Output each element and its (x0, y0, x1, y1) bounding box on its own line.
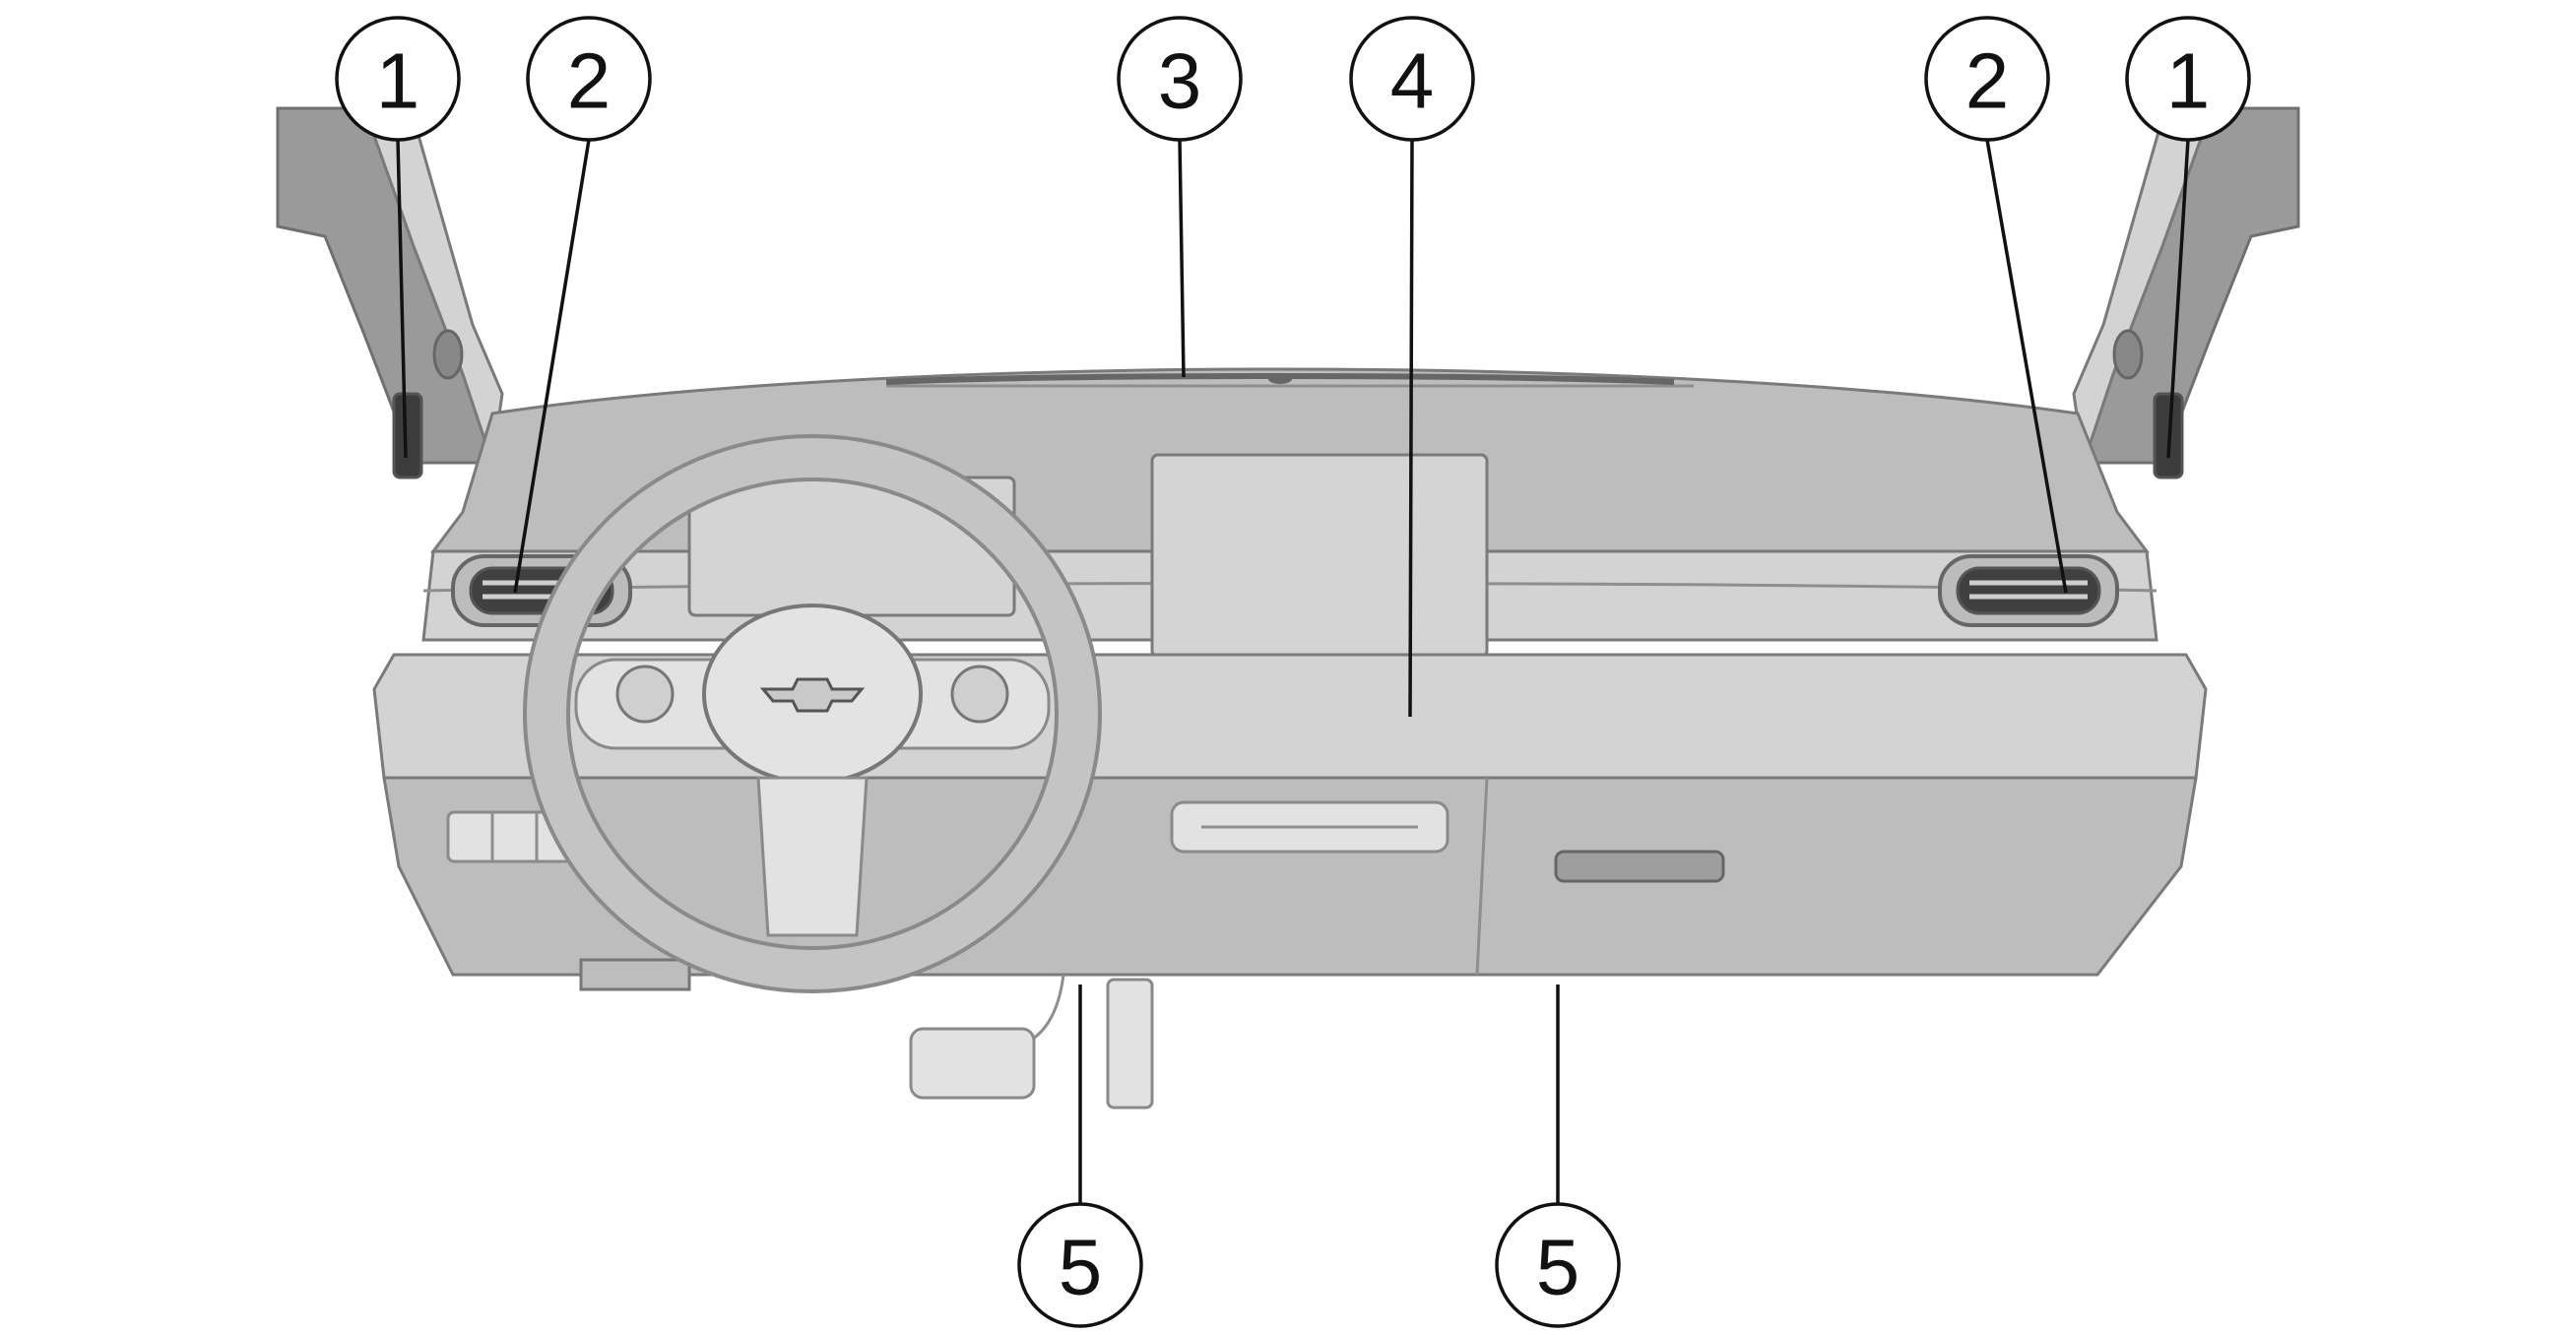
callout-3: 3 (1117, 16, 1243, 142)
leader-lines (396, 139, 2190, 1206)
callout-label: 3 (1158, 37, 1202, 125)
windshield-defrost-vent (885, 373, 1675, 385)
pedals (909, 974, 1154, 1110)
callout-5-left: 5 (1017, 1202, 1143, 1328)
callout-label: 1 (376, 37, 420, 125)
callout-4: 4 (1349, 16, 1475, 142)
center-touchscreen (1150, 453, 1489, 659)
callout-1-right: 1 (2125, 16, 2251, 142)
callout-2-left: 2 (526, 16, 652, 142)
callout-2-right: 2 (1924, 16, 2050, 142)
steering-wheel (523, 434, 1102, 993)
a-pillar-left (276, 106, 504, 479)
callout-5-right: 5 (1495, 1202, 1621, 1328)
side-vent-right (1938, 554, 2119, 627)
chevrolet-logo-icon (759, 677, 866, 713)
callout-label: 1 (2166, 37, 2211, 125)
callout-1-left: 1 (335, 16, 461, 142)
callout-label: 2 (1965, 37, 2010, 125)
callout-label: 2 (567, 37, 612, 125)
callout-label: 5 (1536, 1224, 1580, 1311)
callout-label: 5 (1059, 1224, 1103, 1311)
callout-label: 4 (1390, 37, 1435, 125)
